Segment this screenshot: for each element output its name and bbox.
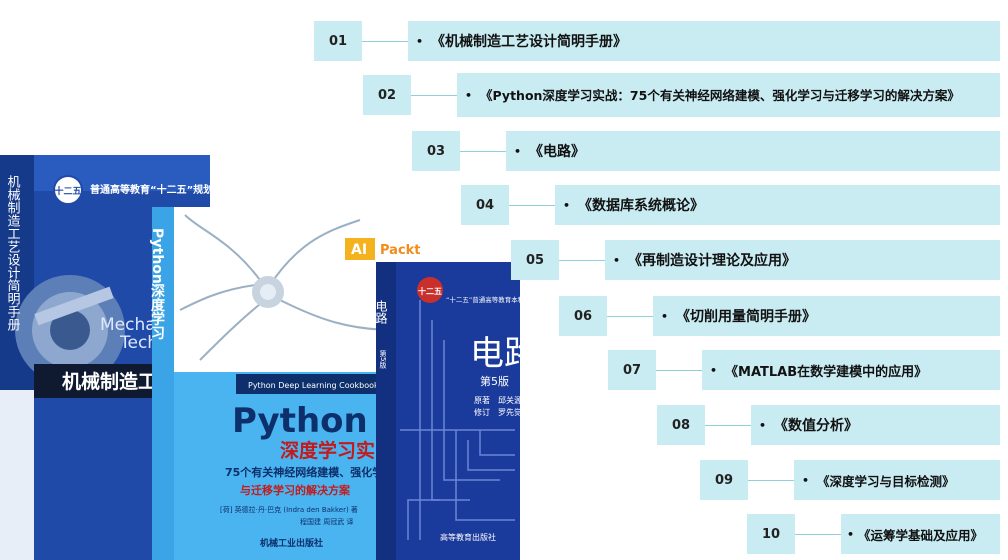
connector-line — [411, 95, 457, 96]
item-number-07: 07 — [608, 350, 656, 390]
book-covers: 十二五 普通高等教育“十二五”规划教材 Mechanic Techn 机械制造工… — [0, 155, 520, 560]
item-number-06: 06 — [559, 296, 607, 336]
item-number-01: 01 — [314, 21, 362, 61]
book2-title-en: Python — [232, 401, 368, 441]
bullet-icon: • — [847, 527, 855, 541]
book2-top-tag: Python Deep Learning Cookbook — [248, 381, 379, 390]
connector-line — [460, 151, 506, 152]
book-title: 《深度学习与目标检测》 — [817, 473, 955, 489]
list-item-09[interactable]: • 《深度学习与目标检测》 — [794, 460, 1000, 500]
bullet-icon: • — [416, 34, 424, 48]
book-cover-circuits: 十二五 “十二五”普通高等教育本科国家级规划教材 电路 第5版 原著 邱关源 修… — [374, 262, 520, 560]
book2-translators: 程国建 周冠武 译 — [300, 517, 353, 526]
list-item-01[interactable]: • 《机械制造工艺设计简明手册》 — [408, 21, 1000, 61]
book-title: 《电路》 — [529, 144, 586, 160]
connector-line — [559, 260, 605, 261]
bullet-icon: • — [514, 144, 522, 158]
book1-spine: 机械制造工艺设计简明手册 — [5, 175, 21, 332]
book2-authors: [荷] 英德拉·丹·巴克 (Indra den Bakker) 著 — [220, 505, 358, 514]
circuit-artwork-icon — [400, 300, 515, 540]
bullet-icon: • — [802, 473, 810, 487]
list-item-05[interactable]: • 《再制造设计理论及应用》 — [605, 240, 1000, 280]
bullet-icon: • — [661, 309, 669, 323]
badge-icon — [53, 175, 83, 205]
book3-spine-edition: 第5版 — [379, 349, 387, 369]
connector-line — [509, 205, 555, 206]
item-number-05: 05 — [511, 240, 559, 280]
book3-badge-icon — [417, 277, 443, 303]
book-title: 《再制造设计理论及应用》 — [628, 253, 797, 269]
connector-line — [748, 480, 794, 481]
bullet-icon: • — [710, 363, 718, 377]
book-title: 《数值分析》 — [774, 418, 859, 434]
neuron-artwork-icon — [179, 214, 396, 361]
connector-line — [656, 370, 702, 371]
book3-badge: 十二五 — [418, 286, 442, 296]
bullet-icon: • — [563, 198, 571, 212]
book3-spine: 电路 — [374, 300, 388, 325]
book2-ai-label: AI — [351, 242, 367, 258]
connector-line — [362, 41, 408, 42]
item-number-04: 04 — [461, 185, 509, 225]
book-title: 《运筹学基础及应用》 — [858, 527, 984, 543]
book3-publisher: 高等教育出版社 — [440, 532, 496, 542]
book3-title: 电路 — [470, 334, 520, 374]
book-title: 《机械制造工艺设计简明手册》 — [431, 34, 628, 50]
list-item-04[interactable]: • 《数据库系统概论》 — [555, 185, 1000, 225]
item-number-10: 10 — [747, 514, 795, 554]
connector-line — [705, 425, 751, 426]
book3-series: “十二五”普通高等教育本科国家级规划教材 — [446, 295, 520, 304]
item-number-08: 08 — [657, 405, 705, 445]
book2-spine-main: Python深度学习 — [149, 228, 165, 341]
connector-line — [795, 534, 841, 535]
book2-packt: Packt — [380, 243, 421, 258]
book-title: 《数据库系统概论》 — [578, 198, 705, 214]
list-item-03[interactable]: • 《电路》 — [506, 131, 1000, 171]
bullet-icon: • — [465, 88, 473, 102]
list-item-07[interactable]: • 《MATLAB在数学建模中的应用》 — [702, 350, 1000, 390]
book2-subtitle2: 与迁移学习的解决方案 — [240, 483, 351, 497]
book-title: 《MATLAB在数学建模中的应用》 — [725, 364, 928, 380]
book3-author1: 原著 邱关源 — [474, 395, 520, 405]
item-number-02: 02 — [363, 75, 411, 115]
connector-line — [607, 316, 653, 317]
item-number-03: 03 — [412, 131, 460, 171]
book2-subtitle1: 75个有关神经网络建模、强化学习 — [225, 465, 394, 479]
book1-badge: 十二五 — [54, 185, 81, 197]
list-item-02[interactable]: • 《Python深度学习实战：75个有关神经网络建模、强化学习与迁移学习的解决… — [457, 73, 1000, 117]
bullet-icon: • — [759, 418, 767, 432]
book1-title-partial: 机械制造工艺 — [62, 370, 176, 393]
list-item-10[interactable]: • 《运筹学基础及应用》 — [841, 514, 1000, 554]
list-item-08[interactable]: • 《数值分析》 — [751, 405, 1000, 445]
list-item-06[interactable]: • 《切削用量简明手册》 — [653, 296, 1000, 336]
book-title: 《切削用量简明手册》 — [676, 309, 817, 325]
book1-series: 普通高等教育“十二五”规划教材 — [90, 183, 233, 196]
book2-title-cn: 深度学习实战 — [280, 439, 394, 462]
book-title: 《Python深度学习实战：75个有关神经网络建模、强化学习与迁移学习的解决方案… — [480, 87, 960, 103]
book3-edition: 第5版 — [480, 374, 509, 388]
bullet-icon: • — [613, 253, 621, 267]
book3-author2: 修订 罗先觉 — [474, 407, 520, 417]
item-number-09: 09 — [700, 460, 748, 500]
book2-publisher: 机械工业出版社 — [260, 537, 323, 549]
